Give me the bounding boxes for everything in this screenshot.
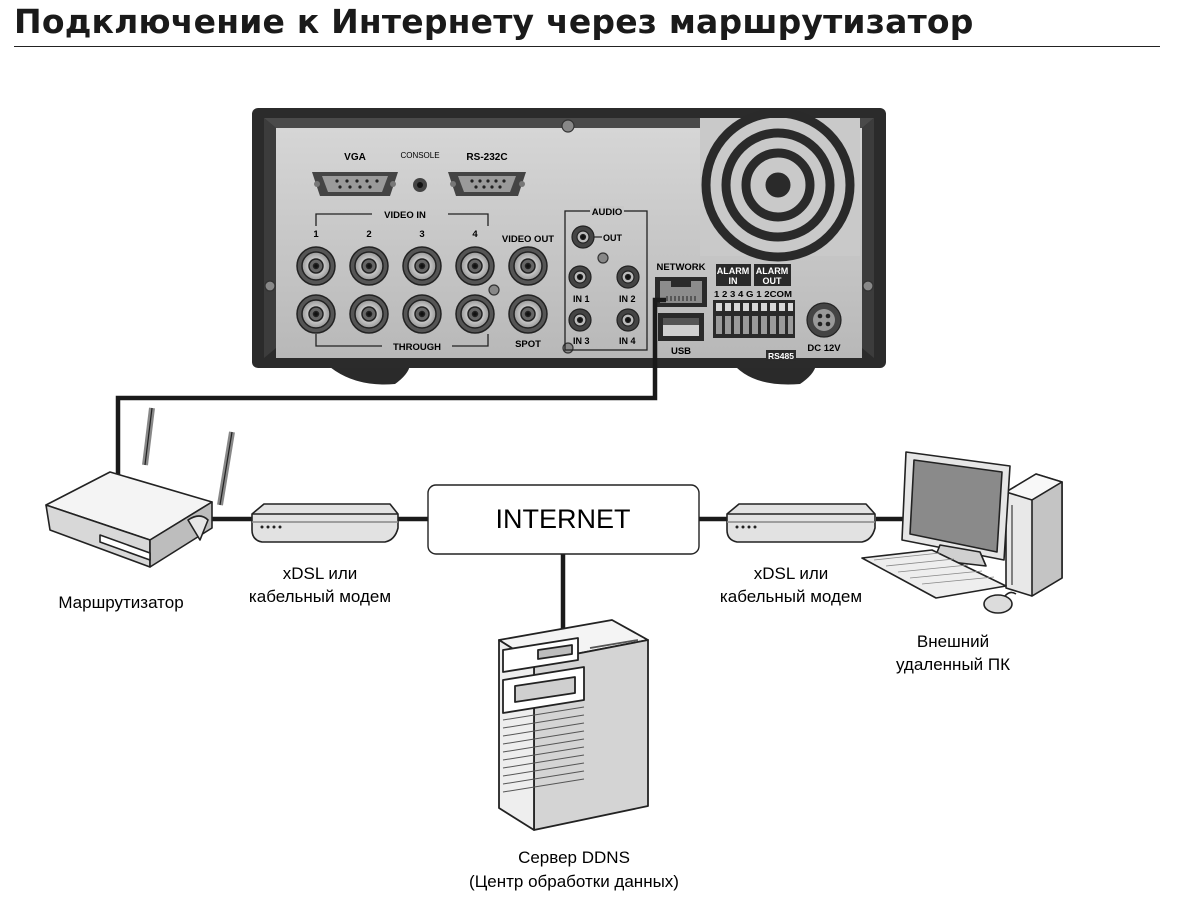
modem-icon	[726, 503, 876, 543]
modem-right-caption: кабельный модем	[720, 587, 862, 606]
rs232c-port-icon	[448, 172, 526, 196]
alarm-out-label: ALARM	[756, 266, 789, 276]
video-in-label: VIDEO IN	[384, 210, 426, 221]
modem-left-caption: кабельный модем	[249, 587, 391, 606]
rs232c-label: RS-232C	[466, 152, 507, 163]
page-title: Подключение к Интернету через маршрутиза…	[14, 2, 974, 41]
remote-pc-caption: Внешний	[917, 632, 989, 651]
channel-label: 3	[419, 229, 424, 240]
usb-label: USB	[671, 346, 691, 357]
router-icon	[45, 407, 235, 568]
audio-in-label: IN 1	[573, 294, 590, 304]
desktop-pc-icon	[861, 451, 1063, 614]
channel-label: 2	[366, 229, 371, 240]
internet-box	[427, 484, 700, 555]
alarm-out-label: OUT	[763, 276, 783, 286]
ddns-server-caption: (Центр обработки данных)	[469, 872, 679, 891]
audio-in-label: IN 2	[619, 294, 636, 304]
channel-label: 1	[313, 229, 319, 240]
alarm-out-badge	[754, 264, 791, 286]
server-tower-icon	[498, 619, 649, 831]
console-port-icon	[413, 178, 427, 192]
terminal-block-icon	[713, 300, 795, 338]
ddns-server-caption: Сервер DDNS	[518, 848, 630, 867]
audio-in-label: IN 4	[619, 336, 636, 346]
dc-power-jack-icon	[806, 302, 842, 338]
video-out-label: VIDEO OUT	[502, 234, 554, 245]
modem-icon	[251, 503, 399, 543]
spot-label: SPOT	[515, 339, 541, 350]
title-divider	[14, 46, 1160, 47]
network-cables	[115, 297, 910, 636]
fan-grille-icon	[700, 108, 860, 262]
audio-out-label: OUT	[603, 233, 623, 243]
router-caption: Маршрутизатор	[58, 593, 183, 612]
rs485-label: RS485	[768, 351, 794, 361]
console-label: CONSOLE	[400, 151, 439, 160]
alarm-in-label: IN	[729, 276, 738, 286]
network-label: NETWORK	[656, 262, 705, 273]
through-label: THROUGH	[393, 342, 441, 353]
channel-label: 4	[472, 229, 478, 240]
dc-label: DC 12V	[807, 343, 841, 354]
bnc-connector-icon	[296, 246, 548, 334]
vga-port-icon	[312, 172, 398, 196]
alarm-pins-label: 1 2 3 4 G 1 2COM	[714, 289, 792, 299]
rs485-badge	[766, 350, 796, 361]
audio-label: AUDIO	[592, 207, 623, 218]
alarm-in-badge	[716, 264, 751, 286]
internet-label: INTERNET	[496, 504, 631, 534]
usb-port-icon	[658, 313, 704, 341]
cable-dvr-to-router	[115, 297, 666, 480]
remote-pc-caption: удаленный ПК	[896, 655, 1010, 674]
modem-left-caption: xDSL или	[283, 564, 358, 583]
audio-in-label: IN 3	[573, 336, 590, 346]
modem-right-caption: xDSL или	[754, 564, 829, 583]
dvr-rear-panel: VGA CONSOLE RS-232C VIDEO IN 1 2 3 4 VID…	[252, 108, 886, 385]
rca-jack-icon	[568, 225, 640, 332]
ethernet-port-icon	[655, 277, 707, 307]
alarm-in-label: ALARM	[717, 266, 750, 276]
vga-label: VGA	[344, 152, 366, 163]
